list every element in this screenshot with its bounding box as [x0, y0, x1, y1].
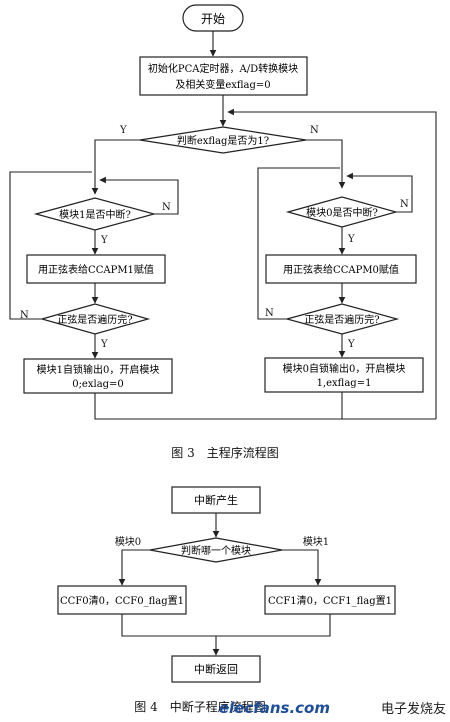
module-decision-label: 判断哪一个模块 [181, 544, 251, 557]
init-line-2: 及相关变量exflag=0 [175, 78, 270, 91]
right-output-line-2: 1,exflag=1 [317, 378, 372, 389]
left-decision-interrupt-label: 模块1是否中断? [59, 208, 131, 221]
right-output-line-1: 模块0自锁输出0，开启模块 [283, 362, 406, 375]
label-y-left-int: Y [100, 235, 108, 246]
interrupt-start-label: 中断产生 [194, 493, 238, 507]
left-assign-label: 用正弦表给CCAPM1赋值 [38, 263, 154, 276]
right-decision-interrupt-label: 模块0是否中断? [306, 206, 378, 219]
site-watermark: elecfans.com 电子发烧友 [219, 699, 446, 717]
figure-4: 中断产生 判断哪一个模块 模块0 模块1 CCF0清0，CCF0_flag置1 … [57, 486, 396, 714]
interrupt-return-box [171, 655, 261, 683]
watermark-site: elecfans.com [219, 699, 330, 717]
left-decision-done-label: 正弦是否遍历完? [57, 313, 132, 326]
figure-3: 开始 初始化PCA定时器，A/D转换模块 及相关变量exflag=0 判断exf… [9, 4, 437, 460]
label-n-right-done: N [265, 308, 274, 319]
label-n-left-done: N [20, 310, 29, 321]
right-output-box [264, 357, 424, 393]
interrupt-return-label: 中断返回 [194, 662, 238, 676]
ccf0-box [57, 585, 187, 615]
init-box [139, 56, 308, 96]
right-assign-label: 用正弦表给CCAPM0赋值 [283, 263, 399, 276]
ccf0-label: CCF0清0，CCF0_flag置1 [60, 594, 184, 607]
left-output-line-1: 模块1自锁输出0，开启模块 [37, 363, 160, 376]
label-y-exflag: Y [119, 125, 127, 136]
init-line-1: 初始化PCA定时器，A/D转换模块 [148, 62, 298, 75]
left-output-line-2: 0;exlag=0 [72, 379, 124, 390]
decision-exflag-label: 判断exflag是否为1? [177, 134, 269, 147]
ccf1-label: CCF1清0，CCF1_flag置1 [268, 594, 392, 607]
left-assign-box [26, 254, 166, 284]
ccf1-box [264, 585, 396, 615]
branch-label-right: 模块1 [303, 536, 329, 548]
left-output-box [23, 358, 173, 394]
left-decision-done [39, 303, 151, 335]
right-decision-done [284, 303, 400, 335]
label-y-left-done: Y [100, 339, 108, 350]
figure-4-caption: 图 4 中断子程序流程图 [134, 699, 265, 714]
label-n-exflag: N [310, 125, 319, 136]
start-label: 开始 [201, 12, 225, 26]
label-y-right-done: Y [347, 339, 355, 350]
figure-3-caption: 图 3 主程序流程图 [171, 445, 278, 460]
watermark-text: 电子发烧友 [381, 701, 446, 717]
label-y-right-int: Y [347, 234, 355, 245]
label-n-left-int: N [162, 202, 171, 213]
label-n-right-int: N [400, 199, 409, 210]
right-decision-done-label: 正弦是否遍历完? [304, 313, 379, 326]
right-assign-box [265, 254, 417, 284]
branch-label-left: 模块0 [115, 536, 141, 548]
